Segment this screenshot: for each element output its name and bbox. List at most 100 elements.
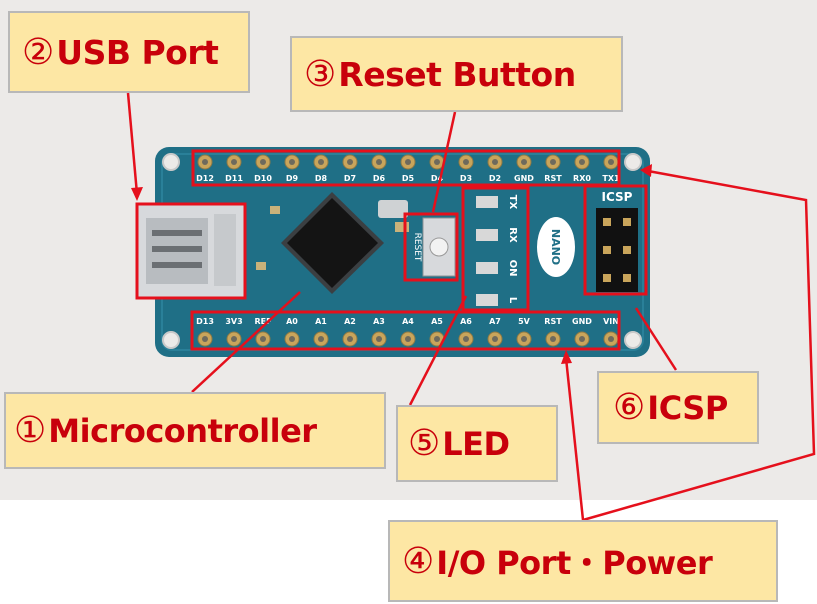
io-port-power-callout: ④ I/O Port・Power bbox=[388, 520, 778, 602]
header-pin-hole bbox=[202, 336, 208, 342]
smd-part bbox=[256, 262, 266, 270]
header-pin-hole bbox=[347, 159, 353, 165]
nano-logo bbox=[537, 217, 575, 277]
icsp-board-label: ICSP bbox=[602, 190, 633, 204]
usb-slot bbox=[152, 230, 202, 236]
led-label: LED bbox=[442, 424, 510, 463]
led-callout: ⑤ LED bbox=[396, 405, 558, 482]
top-pin-label: TX1 bbox=[602, 174, 620, 183]
smd-part bbox=[395, 222, 409, 232]
bottom-pin-label: A3 bbox=[373, 317, 385, 326]
highlight-boxes bbox=[135, 149, 648, 351]
reset-button-cap bbox=[429, 237, 449, 257]
usb-port-number: ② bbox=[22, 31, 55, 73]
usb-port-callout: ② USB Port bbox=[8, 11, 250, 93]
reset-leader bbox=[431, 111, 457, 213]
led-highlight bbox=[461, 186, 530, 312]
bottom-pin-label: 5V bbox=[518, 317, 531, 326]
top-pin-label: RX0 bbox=[573, 174, 591, 183]
led-group bbox=[476, 196, 498, 306]
arrow-heads bbox=[131, 164, 652, 364]
icsp-header bbox=[596, 208, 638, 292]
header-pin-hole bbox=[289, 159, 295, 165]
bottom-pin-label: A1 bbox=[315, 317, 327, 326]
led-board-label: RX bbox=[507, 227, 518, 243]
header-pin-hole bbox=[521, 336, 527, 342]
microcontroller-callout: ① Microcontroller bbox=[4, 392, 386, 469]
top-pin-label: GND bbox=[514, 174, 534, 183]
top-pin-label: D10 bbox=[254, 174, 272, 183]
led-board-label: TX bbox=[507, 195, 518, 210]
bottom-pin-label: A7 bbox=[489, 317, 501, 326]
reset-label: RESET bbox=[412, 233, 422, 262]
reset-button-callout: ③ Reset Button bbox=[290, 36, 623, 112]
usb-port-label: USB Port bbox=[56, 32, 219, 72]
icsp-number: ⑥ bbox=[613, 387, 646, 428]
header-pin-hole bbox=[579, 159, 585, 165]
top-pin-label: D4 bbox=[431, 174, 444, 183]
icsp-pins bbox=[603, 218, 631, 282]
mcu-leader bbox=[191, 291, 301, 393]
reset-button-number: ③ bbox=[304, 53, 337, 95]
bottom-pin-label: A6 bbox=[460, 317, 472, 326]
reset-button-label: Reset Button bbox=[338, 54, 576, 94]
top-pin-label: D6 bbox=[373, 174, 386, 183]
header-pin-hole bbox=[463, 336, 469, 342]
header-pin-hole bbox=[376, 159, 382, 165]
microcontroller-chip bbox=[281, 192, 384, 294]
header-pin-hole bbox=[492, 159, 498, 165]
header-pin-hole bbox=[550, 336, 556, 342]
header-pin-hole bbox=[260, 336, 266, 342]
nano-label: NANO bbox=[549, 229, 562, 265]
bottom-pin-label: 3V3 bbox=[225, 317, 242, 326]
io-port-power-number: ④ bbox=[402, 540, 435, 582]
header-pin-hole bbox=[521, 159, 527, 165]
header-pin-hole bbox=[550, 159, 556, 165]
bottom-pin-label: GND bbox=[572, 317, 592, 326]
usb-slot bbox=[152, 246, 202, 252]
board-pcb bbox=[155, 147, 650, 357]
mount-hole bbox=[162, 331, 180, 349]
led-number: ⑤ bbox=[408, 423, 441, 464]
usb-side bbox=[214, 214, 236, 286]
led-board-label: ON bbox=[507, 260, 518, 277]
io-arrow-head-top bbox=[640, 164, 652, 177]
usb-slot bbox=[152, 262, 202, 268]
mount-hole bbox=[624, 153, 642, 171]
io-port-power-label: I/O Port・Power bbox=[436, 544, 713, 582]
header-pin-hole bbox=[347, 336, 353, 342]
header-pin-hole bbox=[405, 159, 411, 165]
header-pin-hole bbox=[376, 336, 382, 342]
top-pin-label: D9 bbox=[286, 174, 299, 183]
header-pin-hole bbox=[289, 336, 295, 342]
reset-highlight bbox=[403, 212, 459, 282]
header-pin-hole bbox=[202, 159, 208, 165]
top-pin-label: D2 bbox=[489, 174, 501, 183]
header-pin-hole bbox=[463, 159, 469, 165]
bottom-pin-label: A2 bbox=[344, 317, 356, 326]
usb-highlight bbox=[135, 202, 247, 300]
top-pin-label: D5 bbox=[402, 174, 415, 183]
microcontroller-label: Microcontroller bbox=[48, 411, 317, 450]
usb-arrow-head bbox=[131, 187, 143, 201]
header-pin-hole bbox=[434, 159, 440, 165]
top-pin-label: D8 bbox=[315, 174, 328, 183]
bottom-header-highlight bbox=[190, 310, 621, 351]
top-pin-label: D11 bbox=[225, 174, 243, 183]
icsp-callout: ⑥ ICSP bbox=[597, 371, 759, 444]
crystal bbox=[378, 200, 408, 218]
bottom-pin-label: A0 bbox=[286, 317, 298, 326]
io-leader-bottom bbox=[564, 357, 585, 521]
mount-hole bbox=[162, 153, 180, 171]
smd-part bbox=[270, 206, 280, 214]
header-pin-hole bbox=[231, 159, 237, 165]
header-pin-hole bbox=[318, 159, 324, 165]
bottom-pin-label: REF bbox=[254, 317, 271, 326]
header-pin-hole bbox=[231, 336, 237, 342]
header-pin-hole bbox=[492, 336, 498, 342]
top-pin-label: D12 bbox=[196, 174, 214, 183]
header-pin-hole bbox=[579, 336, 585, 342]
